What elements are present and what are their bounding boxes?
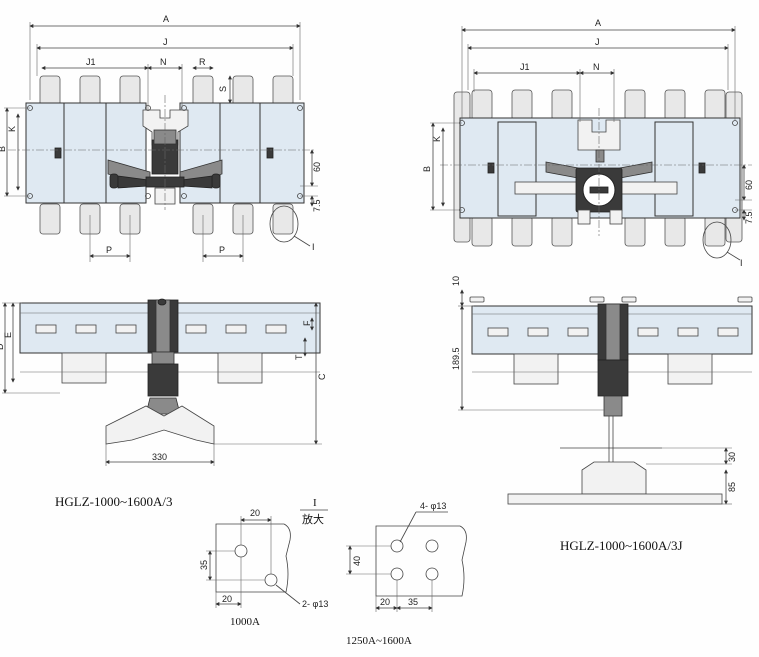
caption-1250A-1600A: 1250A~1600A	[346, 635, 412, 647]
dim-B: B	[0, 146, 7, 152]
hole-2-phi13: 2- φ13	[302, 599, 328, 609]
dim-20-bottom: 20	[222, 594, 232, 604]
detail-title-I: I	[313, 497, 317, 509]
dim-A: A	[163, 14, 169, 24]
dim-N: N	[160, 57, 167, 67]
dim-7-5: 7.5	[312, 199, 322, 212]
dim-189-5: 189.5	[451, 347, 461, 370]
model-caption-left: HGLZ-1000~1600A/3	[55, 494, 173, 509]
model-caption-right: HGLZ-1000~1600A/3J	[560, 538, 683, 553]
dim-T: T	[294, 354, 304, 360]
dim-330: 330	[152, 452, 167, 462]
dim-85: 85	[727, 482, 737, 492]
right-top-view: A J J1 N B K 60 7.5 I	[422, 18, 754, 268]
dim-D: D	[0, 343, 5, 350]
dim-J1: J1	[86, 57, 96, 67]
dim-20-top: 20	[250, 508, 260, 518]
dim-E: E	[3, 332, 13, 338]
dim-35-left: 35	[199, 560, 209, 570]
detail-callout-I-right: I	[740, 258, 743, 268]
right-side-view: 10 189.5 30 85	[451, 276, 753, 505]
detail-zoom-label: 放大	[302, 512, 324, 526]
left-top-view: A J J1 N R S B K 60 7.5 I P P	[0, 14, 322, 262]
dim-P-left: P	[106, 245, 112, 255]
dim-C: C	[317, 373, 327, 380]
dim-J: J	[163, 37, 168, 47]
dim-J-right: J	[595, 37, 600, 47]
dim-K: K	[7, 126, 17, 132]
detail-view-I: I 放大 20 35 20 2- φ13 1000A	[199, 497, 467, 647]
dim-30: 30	[727, 452, 737, 462]
dim-A-right: A	[595, 18, 601, 28]
dim-60: 60	[312, 162, 322, 172]
dim-R: R	[199, 57, 206, 67]
dim-S: S	[218, 86, 228, 92]
dim-20-plate2: 20	[380, 597, 390, 607]
left-side-view: E D F T C 330	[0, 298, 327, 466]
dim-N-right: N	[593, 62, 600, 72]
dim-35-plate2: 35	[408, 597, 418, 607]
dim-10: 10	[451, 276, 461, 286]
detail-callout-I: I	[312, 242, 315, 252]
dim-40: 40	[352, 556, 362, 566]
dim-K-right: K	[432, 136, 442, 142]
hole-4-phi13: 4- φ13	[420, 501, 446, 511]
dim-F: F	[302, 320, 312, 326]
dim-J1-right: J1	[520, 62, 530, 72]
dim-7-5-right: 7.5	[744, 211, 754, 224]
dim-60-right: 60	[744, 180, 754, 190]
caption-1000A: 1000A	[230, 616, 260, 628]
dim-P-right: P	[219, 245, 225, 255]
dim-B-right: B	[422, 166, 432, 172]
